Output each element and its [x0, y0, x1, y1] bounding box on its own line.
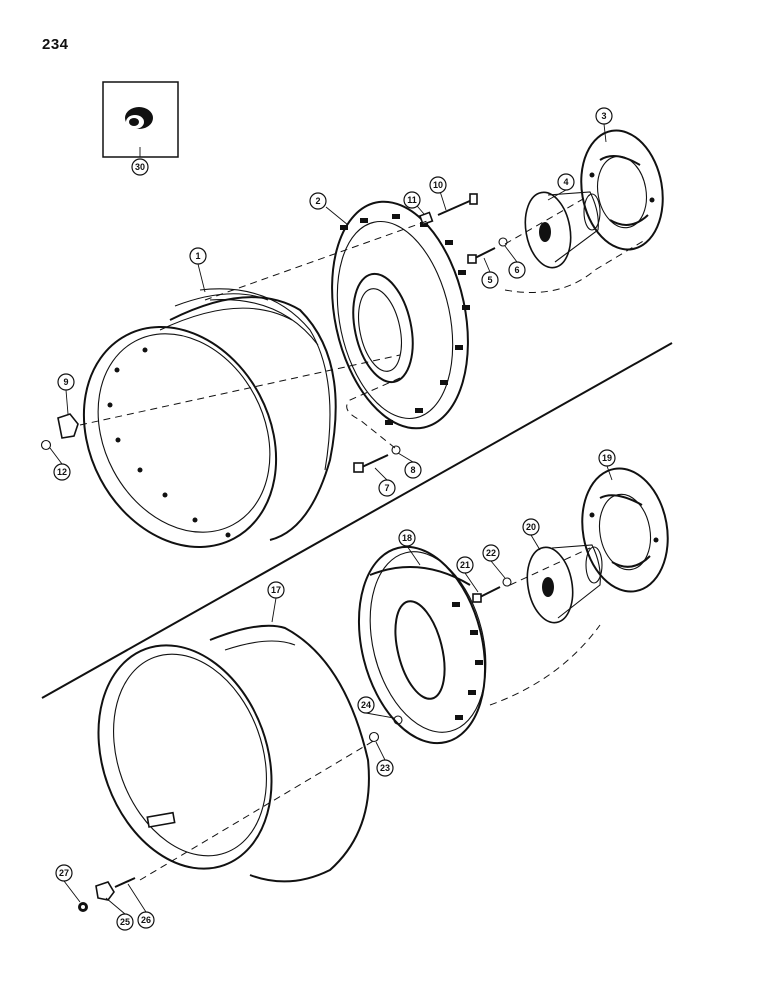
callout-10: 10 — [429, 176, 447, 194]
callout-27-label: 27 — [59, 868, 69, 878]
callout-6: 6 — [508, 261, 526, 279]
wheel-disc-2 — [331, 200, 470, 430]
callout-17-label: 17 — [271, 585, 281, 595]
callout-21: 21 — [456, 556, 474, 574]
callout-20: 20 — [522, 518, 540, 536]
rim-1-bolt-holes — [107, 347, 231, 538]
callout-25: 25 — [116, 913, 134, 931]
callout-4-label: 4 — [563, 177, 568, 187]
callout-23-label: 23 — [380, 763, 390, 773]
callout-4: 4 — [557, 173, 575, 191]
callout-5: 5 — [481, 271, 499, 289]
page-number: 234 — [42, 36, 69, 53]
divider-line — [41, 342, 673, 699]
clamp-9 — [57, 413, 79, 439]
callout-7: 7 — [378, 479, 396, 497]
callout-21-label: 21 — [460, 560, 470, 570]
hub-4 — [524, 191, 601, 269]
callout-3-label: 3 — [601, 111, 606, 121]
callout-26-label: 26 — [141, 915, 151, 925]
nut-11 — [418, 211, 434, 226]
callout-6-label: 6 — [514, 265, 519, 275]
callout-22: 22 — [482, 544, 500, 562]
callout-18: 18 — [398, 529, 416, 547]
callout-9: 9 — [57, 373, 75, 391]
plug-icon — [125, 107, 153, 129]
callout-24: 24 — [357, 696, 375, 714]
callout-8: 8 — [404, 461, 422, 479]
callout-27: 27 — [55, 864, 73, 882]
upper-dashed-lines — [79, 194, 646, 449]
adapter-19 — [581, 467, 669, 593]
callout-2: 2 — [309, 192, 327, 210]
callout-30-label: 30 — [135, 162, 145, 172]
callout-5-label: 5 — [487, 275, 492, 285]
nut-12 — [40, 439, 52, 451]
bolt-21 — [472, 586, 501, 603]
leader-lines — [49, 123, 613, 915]
callout-9-label: 9 — [63, 377, 68, 387]
callout-8-label: 8 — [410, 465, 415, 475]
washer-8 — [391, 445, 401, 455]
callout-12-label: 12 — [57, 467, 67, 477]
callout-1: 1 — [189, 247, 207, 265]
rim-17 — [97, 624, 370, 883]
callout-23: 23 — [376, 759, 394, 777]
callout-22-label: 22 — [486, 548, 496, 558]
nut-23 — [368, 731, 380, 743]
bolt-10 — [437, 193, 478, 216]
wheel-disc-18 — [357, 545, 487, 745]
callout-24-label: 24 — [361, 700, 371, 710]
lower-dashed-lines — [139, 547, 601, 881]
callout-2-label: 2 — [315, 196, 320, 206]
callout-1-label: 1 — [195, 251, 200, 261]
callout-12: 12 — [53, 463, 71, 481]
bolt-26 — [114, 877, 136, 888]
bolt-7 — [353, 454, 389, 473]
callout-20-label: 20 — [526, 522, 536, 532]
callout-26: 26 — [137, 911, 155, 929]
callout-7-label: 7 — [384, 483, 389, 493]
adapter-3 — [580, 129, 664, 251]
callout-11: 11 — [403, 191, 421, 209]
callout-30: 30 — [131, 158, 149, 176]
clamp-25 — [95, 881, 115, 901]
callout-10-label: 10 — [433, 180, 443, 190]
inset-box — [102, 81, 179, 158]
callout-25-label: 25 — [120, 917, 130, 927]
hub-20 — [526, 544, 603, 624]
washer-6 — [498, 237, 508, 247]
callout-19-label: 19 — [602, 453, 612, 463]
callout-11-label: 11 — [407, 195, 417, 205]
callout-19: 19 — [598, 449, 616, 467]
bolt-5 — [467, 247, 496, 264]
washer-24 — [393, 715, 403, 725]
callout-18-label: 18 — [402, 533, 412, 543]
callout-17: 17 — [267, 581, 285, 599]
rim-1 — [82, 288, 337, 548]
washer-22 — [502, 577, 512, 587]
nut-27 — [78, 902, 88, 912]
callout-3: 3 — [595, 107, 613, 125]
